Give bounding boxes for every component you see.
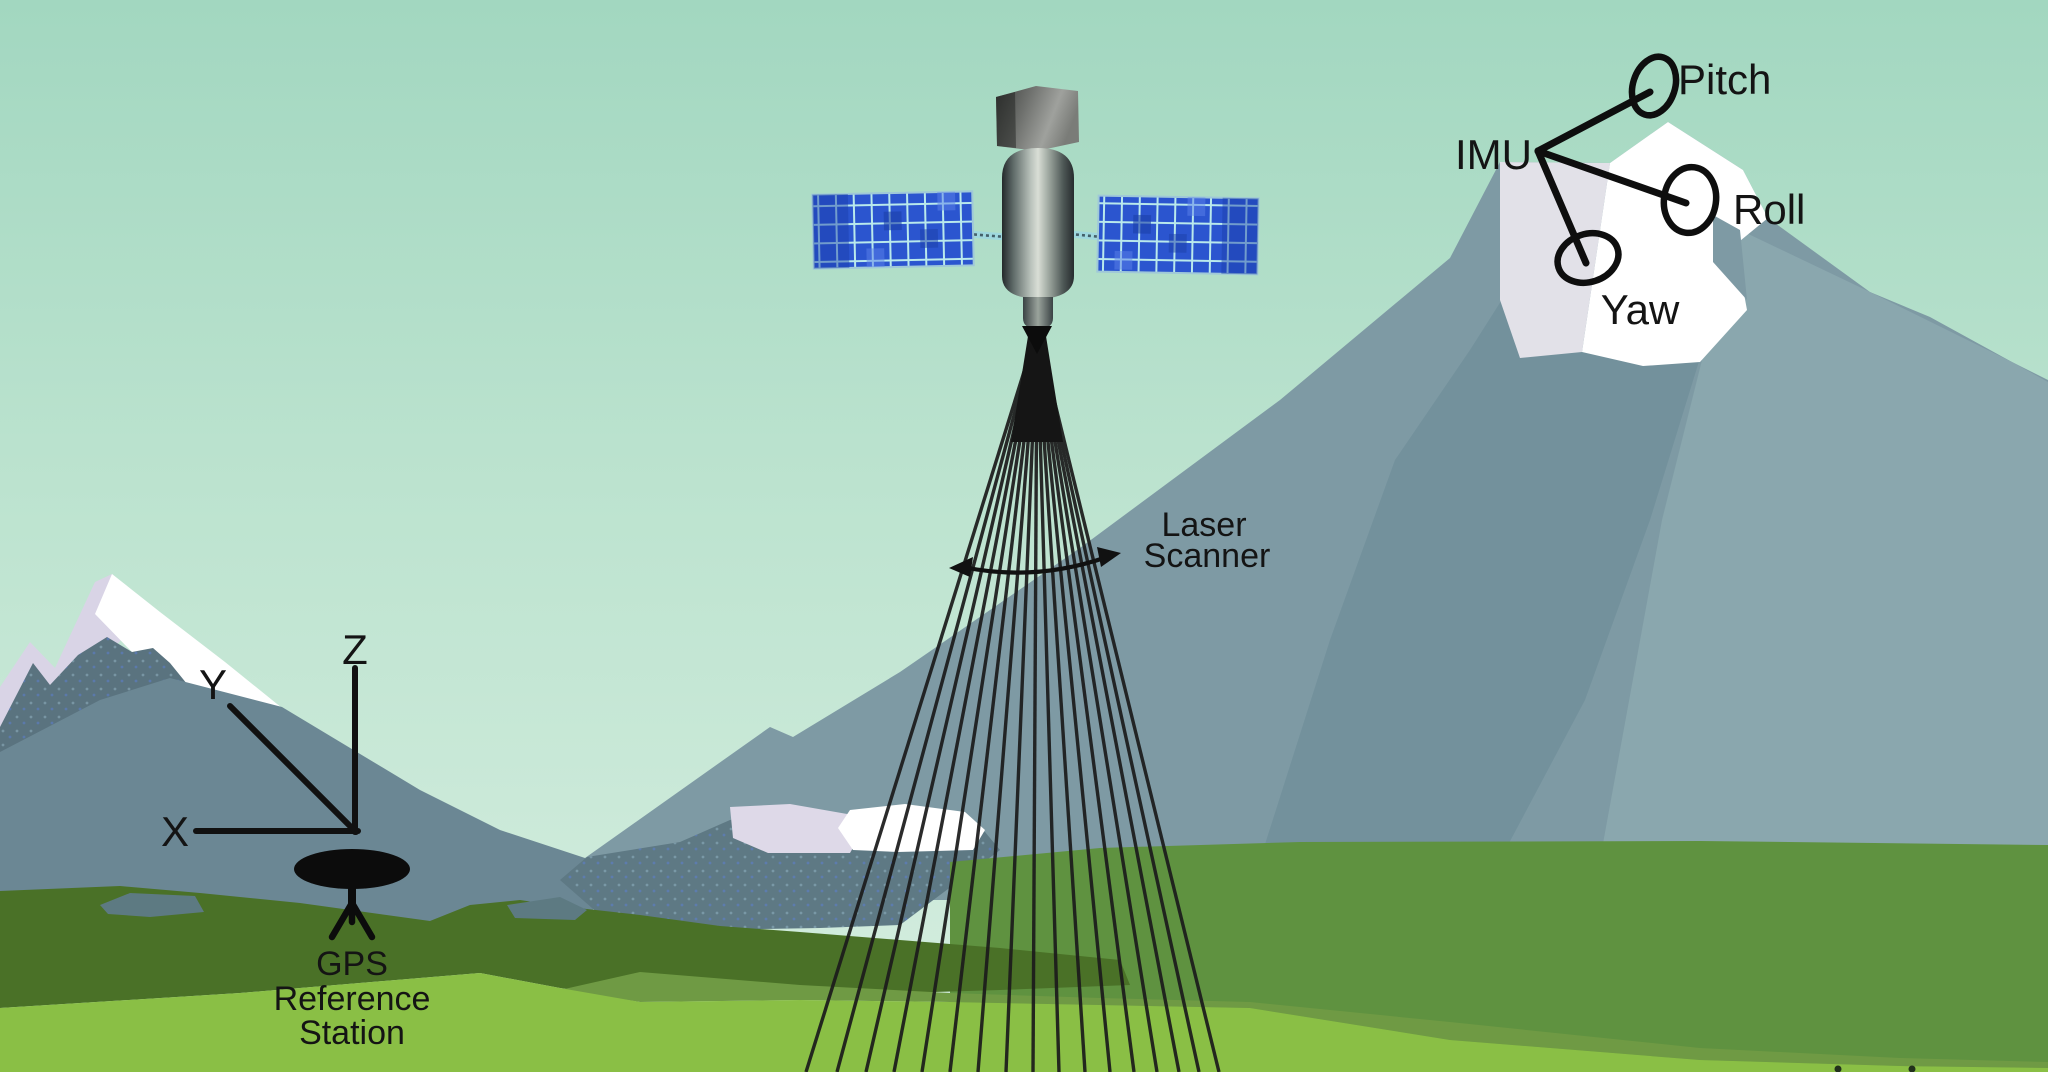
left-mountain [0,574,600,950]
laser-label-line1: Laser [1161,506,1246,544]
cropped-mark-1 [1834,1065,1842,1072]
scan-angle-arrow [949,547,1121,577]
cropped-mark-2 [1908,1065,1916,1072]
dark-olive-hill [0,886,1130,1008]
hill-rock-right [507,897,587,920]
z-axis-label: Z [342,626,368,673]
satellite [811,86,1260,354]
right-mountain-shadow-face [1260,208,1700,860]
pitch-ellipse [1628,53,1680,119]
pitch-label: Pitch [1678,56,1771,103]
mid-green-band [560,972,2048,1068]
gps-label-line1: GPS [316,945,388,983]
satellite-lower-neck [1023,297,1053,329]
satellite-top-box-shade [996,92,1016,148]
roll-label: Roll [1733,186,1805,233]
front-light-green [0,973,2048,1072]
gps-antenna-disc [294,849,410,889]
arc-arrowhead-left [949,557,973,577]
laser-fan-core [1011,330,1063,442]
satellite-body [1002,148,1074,299]
solar-panel-left [811,190,975,270]
y-axis [227,703,359,835]
gps-label-line3: Station [299,1014,405,1052]
imu-to-yaw-line [1534,147,1590,267]
middle-ridge [560,804,1000,930]
left-mountain-body [0,678,600,950]
laser-label-line2: Scanner [1144,537,1271,575]
arc-arrowhead-right [1097,547,1121,567]
right-mountain-light-face [1600,230,2048,860]
roll-ellipse [1660,163,1720,237]
solar-panel-right [1096,194,1260,276]
yaw-label: Yaw [1601,286,1680,333]
satellite-sensor-cone [1022,326,1052,354]
left-snow-cap [95,574,282,708]
satellite-top-box [996,86,1079,151]
imu-diagram [1534,53,1720,287]
middle-snow [838,804,985,852]
x-axis-label: X [161,808,189,855]
panel-boom-right-dash [1069,232,1103,239]
y-axis-label: Y [199,661,227,708]
panel-boom-left-dash [967,232,1007,239]
gps-label-line2: Reference [274,980,431,1018]
yaw-ellipse [1554,229,1622,287]
laser-scan-fan [804,329,1221,1072]
hill-rock-left [100,893,204,917]
middle-snow-shadow [730,804,870,853]
gps-reference-station [193,665,410,941]
labels: IMU Pitch Roll Yaw Laser Scanner Z Y X G… [161,56,1805,1052]
gps-tripod-legs [328,899,376,941]
gps-antenna-stem [348,886,356,906]
green-fields [0,841,2048,1072]
imu-label: IMU [1455,131,1532,178]
xyz-axes [193,665,361,835]
right-summit-rock-notch [1713,215,1747,300]
